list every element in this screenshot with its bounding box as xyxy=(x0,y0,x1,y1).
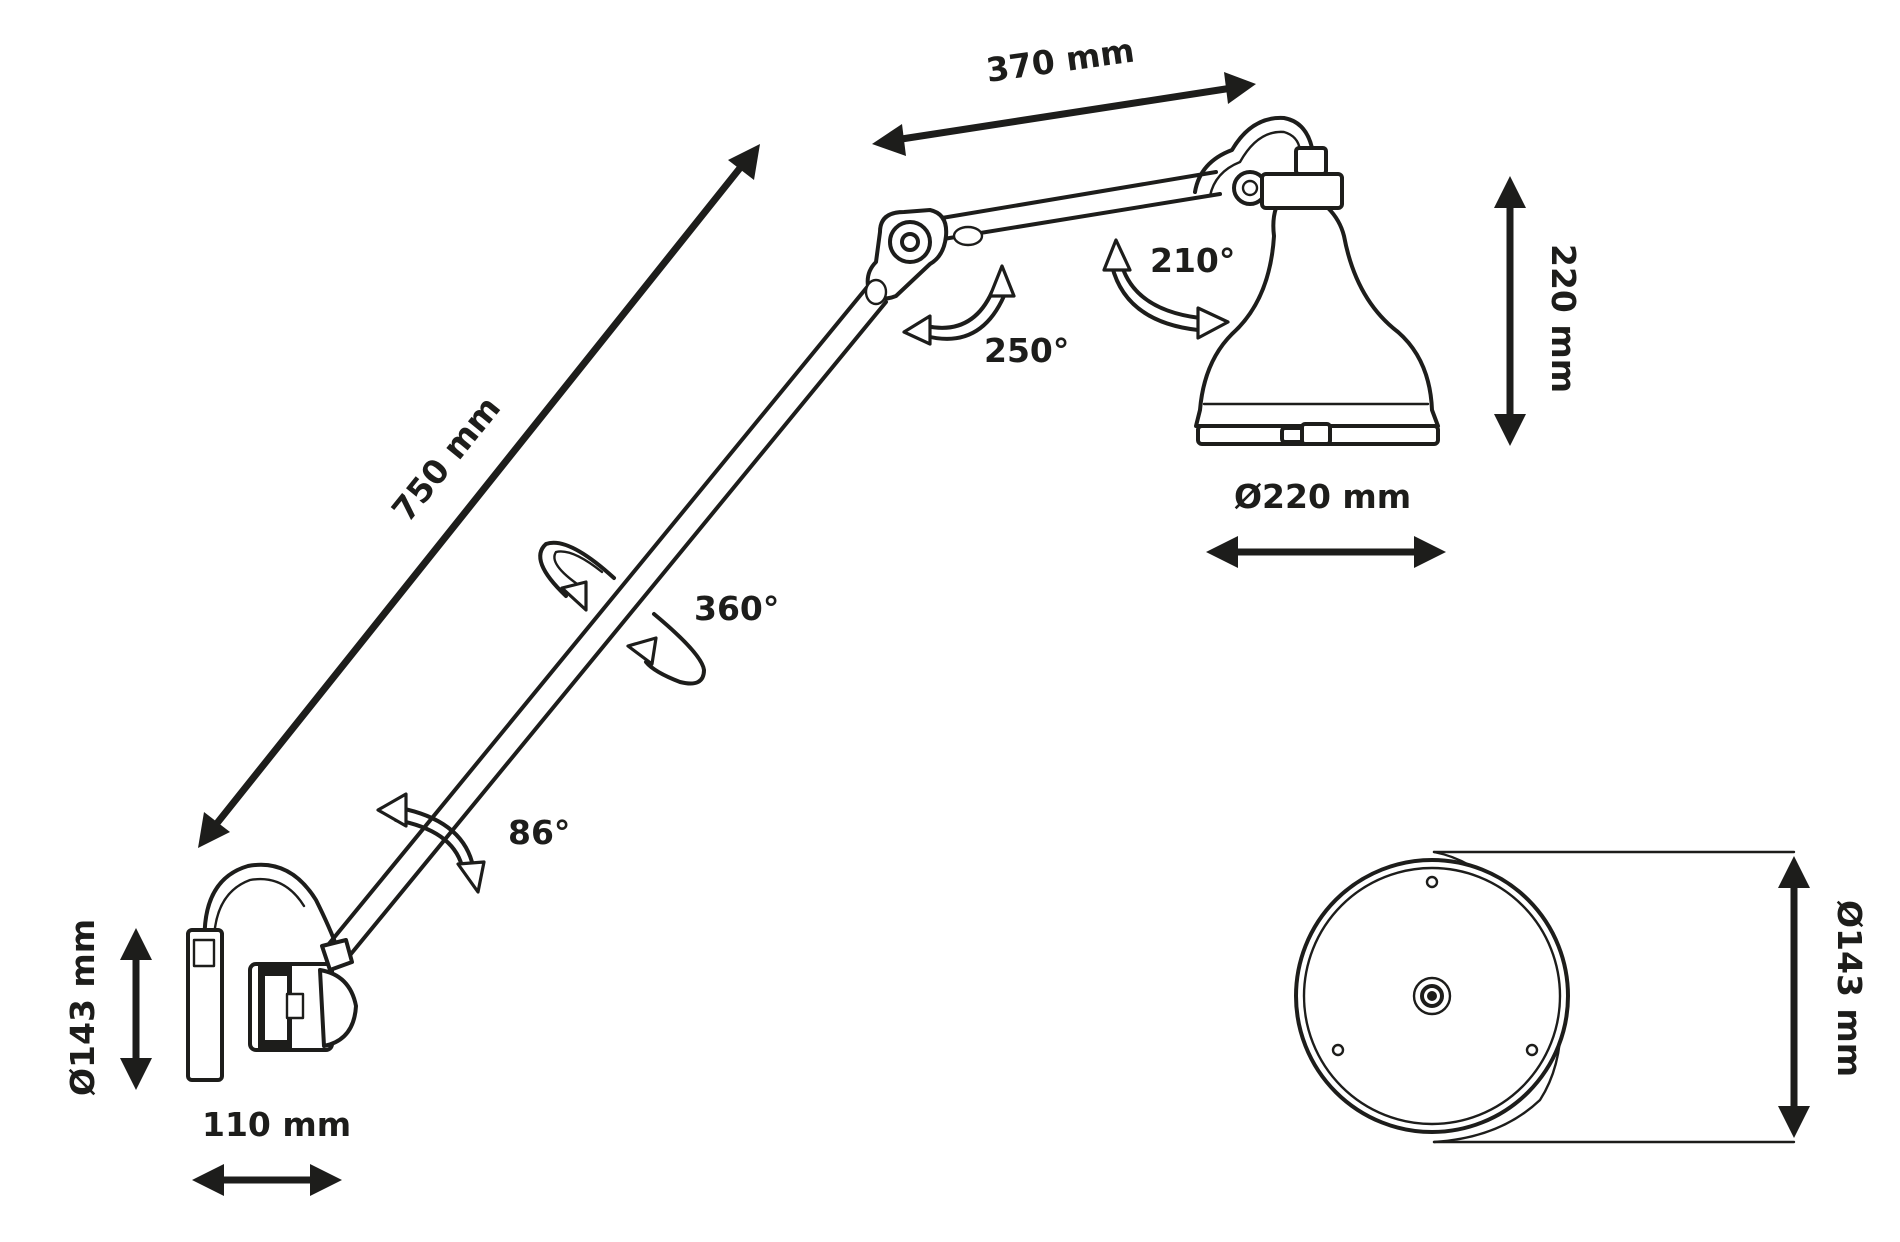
base-joint-rotation-arrow xyxy=(376,792,486,894)
elbow-joint xyxy=(864,208,984,306)
arm-upper-length-arrow xyxy=(872,72,1256,156)
shade-height-arrow xyxy=(1494,176,1526,446)
shade-rotation-label: 210° xyxy=(1150,241,1235,280)
shade-diameter-label: Ø220 mm xyxy=(1234,477,1411,516)
base-joint-rotation-label: 86° xyxy=(508,813,570,852)
plate-diameter-arrow xyxy=(1778,856,1810,1138)
joint-upper-rotation-arrow xyxy=(902,264,1016,346)
shade-rotation-arrow xyxy=(1102,238,1230,340)
base-height-label: Ø143 mm xyxy=(63,919,102,1096)
base-height-arrow xyxy=(120,928,152,1090)
arm-lower-length-label: 750 mm xyxy=(384,389,508,529)
base-depth-arrow xyxy=(192,1164,342,1196)
arm-axial-rotation-arrow xyxy=(538,540,706,686)
wall-plate xyxy=(1294,850,1796,1144)
arm-axial-rotation-label: 360° xyxy=(694,589,779,628)
rotation-arrows xyxy=(376,238,1230,894)
lower-arm xyxy=(326,284,888,962)
base-depth-label: 110 mm xyxy=(202,1105,351,1144)
shade-diameter-arrow xyxy=(1206,536,1446,568)
lamp-illustration xyxy=(186,115,1796,1144)
wall-bracket xyxy=(186,862,358,1082)
arm-upper-length-label: 370 mm xyxy=(984,31,1137,90)
plate-diameter-label: Ø143 mm xyxy=(1830,900,1869,1077)
joint-upper-rotation-label: 250° xyxy=(984,331,1069,370)
arm-lower-length-arrow xyxy=(198,144,760,848)
dimension-arrows xyxy=(120,72,1810,1196)
shade-height-label: 220 mm xyxy=(1544,244,1583,393)
lamp-shade xyxy=(1194,206,1440,446)
